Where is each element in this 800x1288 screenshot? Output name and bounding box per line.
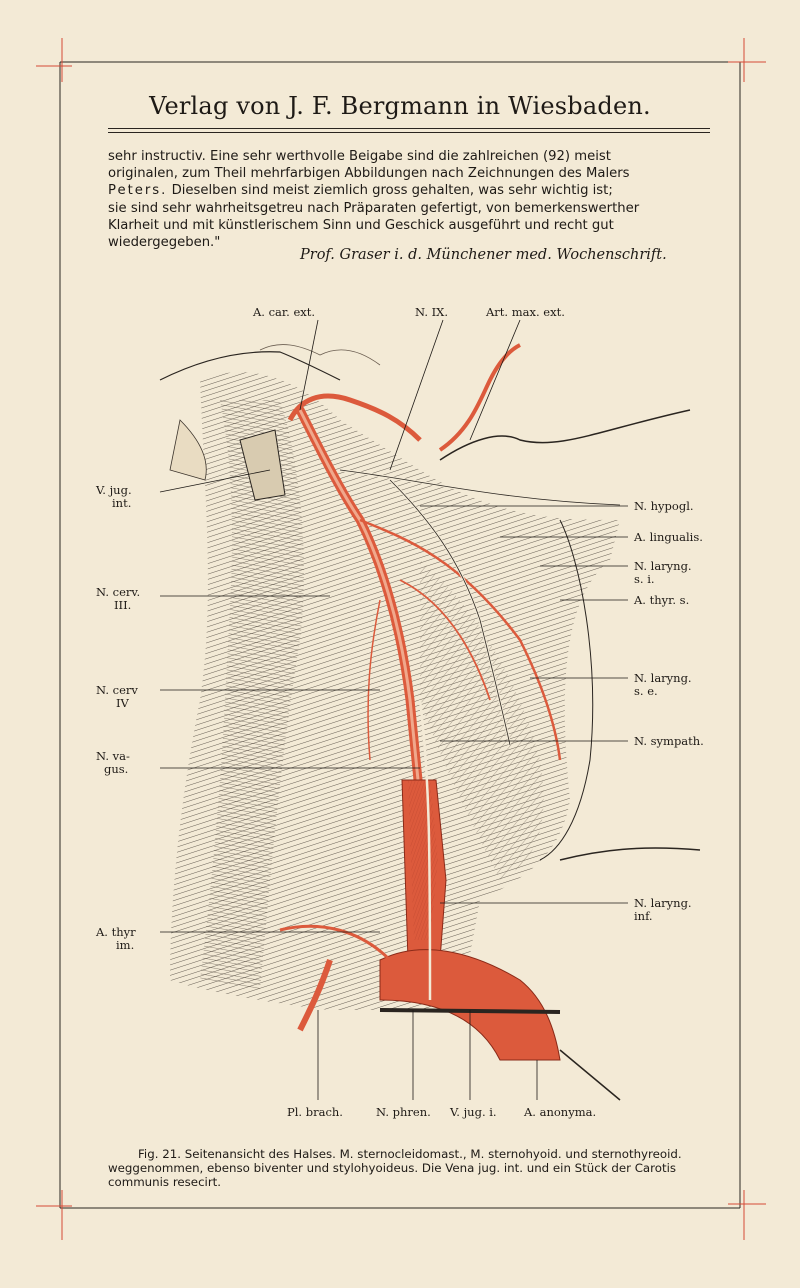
sternum-edge xyxy=(559,1049,621,1101)
label-n-hypogl: N. hypogl. xyxy=(634,499,694,513)
subclavian-branch xyxy=(297,959,333,1032)
caption-line: communis resecirt. xyxy=(108,1175,222,1189)
review-line: wiedergegeben." xyxy=(108,235,221,251)
review-attribution: Prof. Graser i. d. Münchener med. Wochen… xyxy=(300,247,667,263)
retractor-probe xyxy=(559,847,701,861)
header-rule xyxy=(108,128,710,129)
label-n-laryng-inf: N. laryng.inf. xyxy=(634,896,692,923)
label-v-jug-i: V. jug. i. xyxy=(450,1105,497,1119)
thyroid-outline xyxy=(539,519,594,861)
label-a-lingualis: A. lingualis. xyxy=(634,530,703,544)
cut-jugular-vein xyxy=(239,429,286,501)
label-n-ix: N. IX. xyxy=(415,305,449,319)
hyoid-bone-outline xyxy=(439,409,691,461)
mandible-outline xyxy=(159,351,341,381)
review-line-rest: Dieselben sind meist ziemlich gross geha… xyxy=(167,183,613,199)
label-art-max-ext: Art. max. ext. xyxy=(486,305,565,319)
review-line: sie sind sehr wahrheitsgetreu nach Präpa… xyxy=(108,200,640,216)
leader-lines xyxy=(159,319,628,1100)
caption-line: Fig. 21. Seitenansicht des Halses. M. st… xyxy=(138,1147,682,1161)
header-rule-second xyxy=(108,132,710,133)
arteries xyxy=(287,343,562,785)
label-n-vagus: N. va-gus. xyxy=(96,749,130,776)
thyroid-ima-branch xyxy=(279,924,392,962)
label-a-car-ext: A. car. ext. xyxy=(253,305,316,319)
label-a-anonyma: A. anonyma. xyxy=(524,1105,597,1119)
review-line: originalen, zum Theil mehrfarbigen Abbil… xyxy=(108,166,630,182)
review-line: Peters. Dieselben sind meist ziemlich gr… xyxy=(108,182,714,199)
label-pl-brach: Pl. brach. xyxy=(287,1105,343,1119)
caption-line: weggenommen, ebenso biventer und stylohy… xyxy=(108,1161,677,1175)
label-a-thyr-s: A. thyr. s. xyxy=(634,593,690,607)
label-n-cerv-iii: N. cerv.III. xyxy=(96,585,141,612)
label-n-sympath: N. sympath. xyxy=(634,734,704,748)
review-line: sehr instructiv. Eine sehr werthvolle Be… xyxy=(108,149,611,164)
label-n-laryng-si: N. laryng.s. i. xyxy=(634,559,692,586)
label-n-phren: N. phren. xyxy=(376,1105,431,1119)
label-v-jug-int: V. jug.int. xyxy=(96,483,132,510)
label-n-laryng-se: N. laryng.s. e. xyxy=(634,671,692,698)
neck-muscles xyxy=(169,372,620,1010)
figure-caption: Fig. 21. Seitenansicht des Halses. M. st… xyxy=(108,1147,714,1189)
review-line: Klarheit und mit künstlerischem Sinn und… xyxy=(108,217,614,233)
gland-outline xyxy=(259,344,381,366)
painter-name: Peters. xyxy=(108,183,168,199)
publisher-header: Verlag von J. F. Bergmann in Wiesbaden. xyxy=(149,92,651,120)
review-quote: sehr instructiv. Eine sehr werthvolle Be… xyxy=(108,148,714,251)
